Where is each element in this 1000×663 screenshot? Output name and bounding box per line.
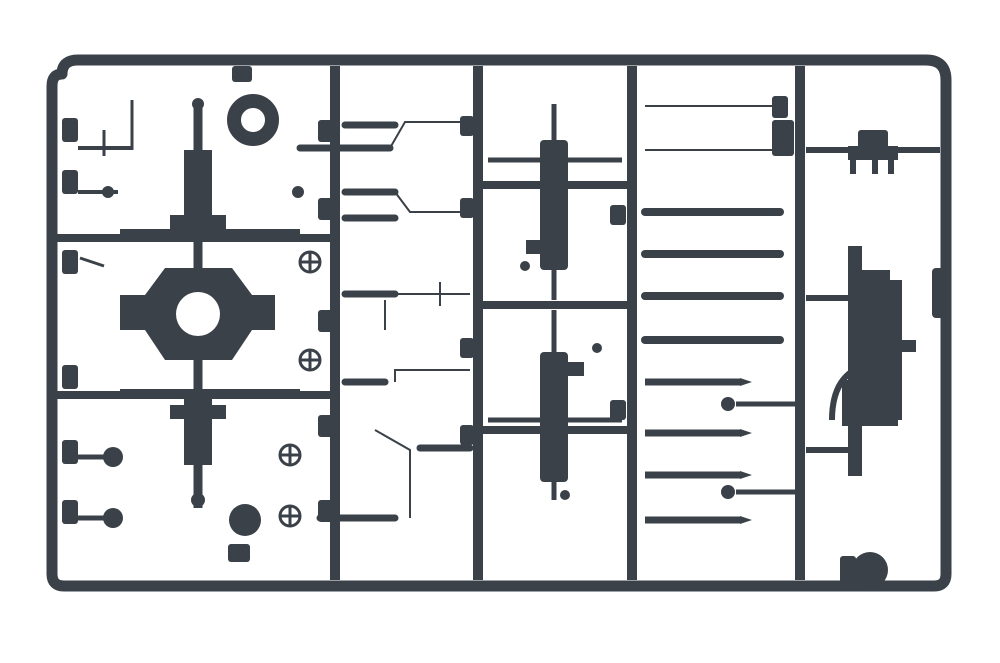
round-pad-part — [103, 447, 123, 467]
tab — [62, 170, 78, 194]
fitting-part — [721, 397, 735, 411]
wire-parts — [645, 105, 780, 151]
tab — [318, 198, 334, 220]
tab — [62, 440, 78, 464]
sprue-gate — [852, 552, 888, 588]
tab — [772, 96, 788, 118]
handwheel-part — [278, 250, 322, 528]
fitting-part — [292, 186, 304, 198]
carriage-bore-hole — [176, 292, 220, 336]
tab — [228, 544, 250, 562]
tab — [318, 415, 334, 437]
tab — [610, 205, 626, 225]
rod-parts — [296, 121, 474, 522]
tab — [62, 250, 78, 274]
shell-parts — [645, 378, 740, 524]
disc-part — [229, 504, 261, 536]
wire-parts — [374, 121, 470, 518]
tab — [318, 310, 334, 332]
tab — [460, 425, 474, 445]
breech-block-part — [848, 130, 898, 174]
tab — [460, 198, 474, 218]
gun-cradle-part — [488, 104, 622, 300]
tab — [840, 556, 856, 584]
tab — [460, 116, 474, 136]
round-pad-part — [103, 508, 123, 528]
tab — [318, 120, 334, 142]
tab — [460, 338, 474, 358]
shell-parts — [641, 208, 784, 344]
shell-tips — [740, 378, 752, 524]
tab — [610, 400, 626, 420]
tab — [932, 268, 948, 318]
ring-part — [227, 94, 279, 146]
gun-mechanism-part — [842, 246, 916, 476]
tab — [232, 66, 252, 82]
quadrant-arc-part — [829, 361, 871, 421]
sprue-plastic — [46, 54, 952, 592]
tab — [62, 365, 78, 389]
fitting-part — [721, 485, 735, 499]
tab — [772, 120, 794, 156]
sprue-outer-frame — [46, 54, 952, 592]
tab — [62, 118, 78, 142]
gun-cradle-part — [488, 310, 622, 500]
